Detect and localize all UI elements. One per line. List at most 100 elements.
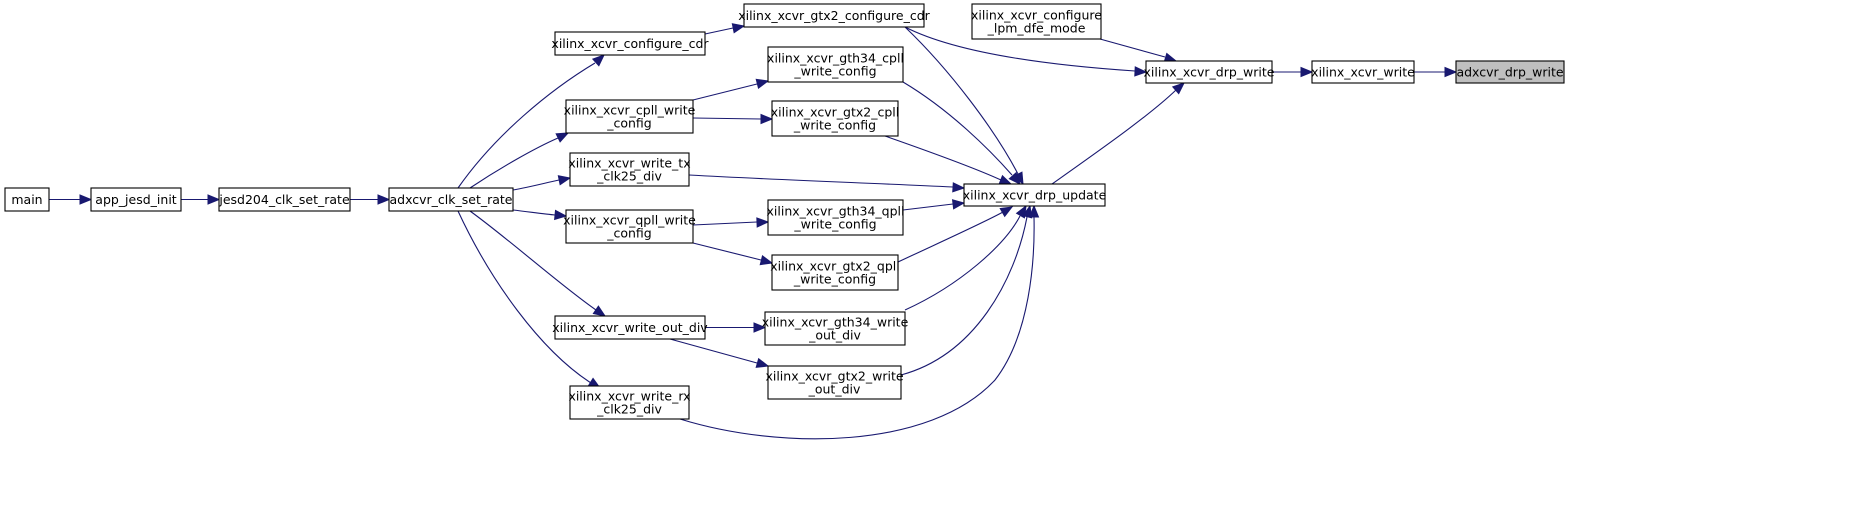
node-xilinx-xcvr-gtx2-write-out-div[interactable]: xilinx_xcvr_gtx2_write_out_div xyxy=(765,365,904,400)
edge-line xyxy=(692,242,762,261)
node-label: adxcvr_drp_write xyxy=(1456,65,1563,80)
edge-line xyxy=(884,135,1002,181)
edge-line xyxy=(688,174,954,188)
node-app-jesd-init[interactable]: app_jesd_init xyxy=(90,187,182,212)
edge-line xyxy=(469,210,597,311)
edge-xilinx_xcvr_drp_update-to-xilinx_xcvr_drp_write xyxy=(1051,82,1185,185)
node-label: xilinx_xcvr_gtx2_write xyxy=(765,369,903,384)
node-label: app_jesd_init xyxy=(95,192,177,207)
edge-xilinx_xcvr_gtx2_qpll_write_config-to-xilinx_xcvr_drp_update xyxy=(897,206,1014,263)
node-box xyxy=(771,100,899,137)
node-label: _write_config xyxy=(793,272,876,287)
node-jesd204-clk-set-rate[interactable]: jesd204_clk_set_rate xyxy=(218,187,351,212)
arrowhead xyxy=(999,206,1014,218)
arrowhead xyxy=(555,132,570,143)
node-xilinx-xcvr-write-rx-clk25-div[interactable]: xilinx_xcvr_write_rx_clk25_div xyxy=(568,385,691,420)
node-label: xilinx_xcvr_write_rx xyxy=(568,389,690,404)
edge-xilinx_xcvr_qpll_write_config-to-xilinx_xcvr_gth34_qpll_write_config xyxy=(692,217,770,228)
node-label: _clk25_div xyxy=(596,402,662,417)
node-box xyxy=(4,187,50,212)
edge-line xyxy=(469,137,559,189)
node-xilinx-xcvr-write-out-div[interactable]: xilinx_xcvr_write_out_div xyxy=(552,315,708,340)
edge-line xyxy=(512,209,556,216)
edge-xilinx_xcvr_write_rx_clk25_div-to-xilinx_xcvr_drp_update xyxy=(679,204,1040,440)
node-label: _clk25_div xyxy=(596,169,662,184)
node-adxcvr-clk-set-rate[interactable]: adxcvr_clk_set_rate xyxy=(388,187,514,212)
edge-xilinx_xcvr_configure_cdr-to-xilinx_xcvr_gtx2_configure_cdr xyxy=(704,23,746,35)
node-xilinx-xcvr-gth34-qpll-write-config[interactable]: xilinx_xcvr_gth34_qpll_write_config xyxy=(767,199,905,236)
node-xilinx-xcvr-qpll-write-config[interactable]: xilinx_xcvr_qpll_write_config xyxy=(563,209,696,244)
node-label: xilinx_xcvr_write_out_div xyxy=(552,320,708,335)
node-xilinx-xcvr-gtx2-cpll-write-config[interactable]: xilinx_xcvr_gtx2_cpll_write_config xyxy=(771,100,899,137)
node-box xyxy=(1145,60,1273,84)
node-label: xilinx_xcvr_qpll_write xyxy=(563,213,696,228)
edge-xilinx_xcvr_gtx2_write_out_div-to-xilinx_xcvr_drp_update xyxy=(900,204,1033,376)
node-label: jesd204_clk_set_rate xyxy=(218,192,350,207)
node-adxcvr-drp-write[interactable]: adxcvr_drp_write xyxy=(1455,60,1565,84)
node-box xyxy=(554,31,706,56)
edge-adxcvr_clk_set_rate-to-xilinx_xcvr_write_out_div xyxy=(469,210,607,317)
edge-line xyxy=(1051,89,1177,185)
edge-xilinx_xcvr_write_tx_clk25_div-to-xilinx_xcvr_drp_update xyxy=(688,174,966,193)
node-label: xilinx_xcvr_write_tx xyxy=(568,156,690,171)
node-xilinx-xcvr-drp-update[interactable]: xilinx_xcvr_drp_update xyxy=(963,183,1107,207)
node-label: _write_config xyxy=(793,118,876,133)
node-xilinx-xcvr-gtx2-qpll-write-config[interactable]: xilinx_xcvr_gtx2_qpll_write_config xyxy=(770,254,900,291)
node-box xyxy=(565,209,694,244)
node-label: xilinx_xcvr_configure_cdr xyxy=(551,36,709,51)
arrowhead xyxy=(760,113,774,125)
edge-line xyxy=(692,83,758,101)
node-label: xilinx_xcvr_gtx2_qpll xyxy=(770,259,899,274)
node-label: xilinx_xcvr_gth34_qpll xyxy=(767,204,905,219)
arrowhead xyxy=(1300,66,1314,78)
arrowhead xyxy=(554,209,568,221)
arrowhead xyxy=(1008,171,1021,185)
node-box xyxy=(963,183,1106,207)
node-label: _config xyxy=(606,116,652,131)
arrowhead xyxy=(952,182,966,193)
node-box xyxy=(767,365,902,400)
node-xilinx-xcvr-drp-write[interactable]: xilinx_xcvr_drp_write xyxy=(1144,60,1275,84)
node-xilinx-xcvr-cpll-write-config[interactable]: xilinx_xcvr_cpll_write_config xyxy=(564,99,696,134)
node-main[interactable]: main xyxy=(4,187,50,212)
edge-xilinx_xcvr_write-to-adxcvr_drp_write xyxy=(1414,66,1458,78)
arrowhead xyxy=(1028,204,1040,218)
edge-line xyxy=(902,81,1013,176)
node-label: xilinx_xcvr_gth34_cpll xyxy=(767,51,904,66)
node-box xyxy=(218,187,351,212)
arrowhead xyxy=(756,217,770,228)
arrowhead xyxy=(557,175,572,186)
arrowhead xyxy=(731,23,746,34)
node-label: xilinx_xcvr_gtx2_cpll xyxy=(771,105,899,120)
edge-xilinx_xcvr_configure_lpm_dfe_mode-to-xilinx_xcvr_drp_write xyxy=(1099,38,1178,63)
node-box xyxy=(569,385,690,420)
node-box xyxy=(971,3,1102,40)
node-label: adxcvr_clk_set_rate xyxy=(389,192,512,207)
edge-line xyxy=(512,179,560,191)
edge-xilinx_xcvr_write_out_div-to-xilinx_xcvr_gtx2_write_out_div xyxy=(669,338,770,368)
edge-adxcvr_clk_set_rate-to-xilinx_xcvr_qpll_write_config xyxy=(512,209,568,221)
arrowhead xyxy=(759,255,774,266)
node-box xyxy=(767,46,904,83)
node-xilinx-xcvr-gth34-cpll-write-config[interactable]: xilinx_xcvr_gth34_cpll_write_config xyxy=(767,46,904,83)
node-xilinx-xcvr-configure-cdr[interactable]: xilinx_xcvr_configure_cdr xyxy=(551,31,709,56)
arrowhead xyxy=(591,54,605,67)
node-box xyxy=(554,315,706,340)
node-label: _out_div xyxy=(808,328,861,343)
edge-adxcvr_clk_set_rate-to-xilinx_xcvr_write_tx_clk25_div xyxy=(512,175,572,191)
edge-xilinx_xcvr_cpll_write_config-to-xilinx_xcvr_gtx2_cpll_write_config xyxy=(692,113,774,125)
edge-xilinx_xcvr_cpll_write_config-to-xilinx_xcvr_gth34_cpll_write_config xyxy=(692,78,770,101)
node-xilinx-xcvr-gtx2-configure-cdr[interactable]: xilinx_xcvr_gtx2_configure_cdr xyxy=(738,3,931,28)
node-xilinx-xcvr-write-tx-clk25-div[interactable]: xilinx_xcvr_write_tx_clk25_div xyxy=(568,152,691,187)
node-box xyxy=(569,152,690,187)
arrowhead xyxy=(79,194,93,205)
node-xilinx-xcvr-write[interactable]: xilinx_xcvr_write xyxy=(1311,60,1415,84)
node-xilinx-xcvr-gth34-write-out-div[interactable]: xilinx_xcvr_gth34_write_out_div xyxy=(762,311,909,346)
node-label: xilinx_xcvr_drp_write xyxy=(1144,65,1275,80)
node-xilinx-xcvr-configure-lpm-dfe-mode[interactable]: xilinx_xcvr_configure_lpm_dfe_mode xyxy=(971,3,1102,40)
arrowhead xyxy=(755,357,770,368)
node-label: xilinx_xcvr_configure xyxy=(971,8,1102,23)
edge-line xyxy=(692,117,762,120)
